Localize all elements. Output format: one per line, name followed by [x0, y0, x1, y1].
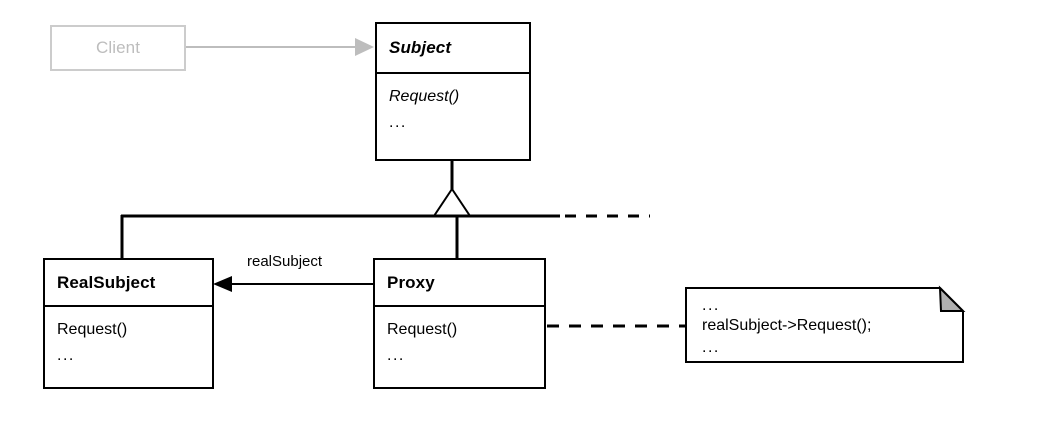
hollow-triangle-arrowhead-icon	[432, 187, 472, 217]
class-name-proxy: Proxy	[387, 272, 435, 292]
note-shape	[685, 285, 966, 363]
class-compartment-divider	[45, 305, 212, 307]
class-operations-subject: Request() ...	[377, 74, 529, 136]
note-folded-corner-icon	[938, 285, 966, 312]
class-operations-realsubject: Request() ...	[45, 307, 212, 369]
class-box-realsubject[interactable]: RealSubject Request() ...	[43, 258, 214, 389]
operation-ellipsis: ...	[387, 347, 405, 364]
class-name-realsubject: RealSubject	[57, 272, 156, 292]
class-box-proxy[interactable]: Proxy Request() ...	[373, 258, 546, 389]
operation-request: Request()	[57, 321, 128, 338]
filled-triangle-arrowhead-icon	[355, 38, 374, 56]
edge-generalization-subject	[120, 160, 650, 258]
edge-proxy-to-realsubject	[213, 276, 373, 292]
class-name-client: Client	[95, 38, 141, 57]
note-line-3: ...	[702, 339, 720, 356]
note-line-2: realSubject->Request();	[702, 317, 872, 334]
edge-client-to-subject	[185, 38, 374, 56]
class-operations-proxy: Request() ...	[375, 307, 544, 369]
operation-ellipsis: ...	[57, 347, 75, 364]
class-compartment-divider	[375, 305, 544, 307]
class-name-subject: Subject	[389, 38, 452, 57]
edge-label-realsubject: realSubject	[247, 253, 323, 270]
operation-request: Request()	[387, 321, 458, 338]
class-compartment-divider	[377, 72, 529, 74]
class-box-subject[interactable]: Subject Request() ...	[375, 22, 531, 161]
operation-ellipsis: ...	[389, 114, 407, 131]
operation-request: Request()	[389, 88, 460, 105]
class-box-client[interactable]: Client	[50, 25, 186, 71]
note-line-1: ...	[702, 297, 720, 314]
filled-arrowhead-icon	[213, 276, 232, 292]
